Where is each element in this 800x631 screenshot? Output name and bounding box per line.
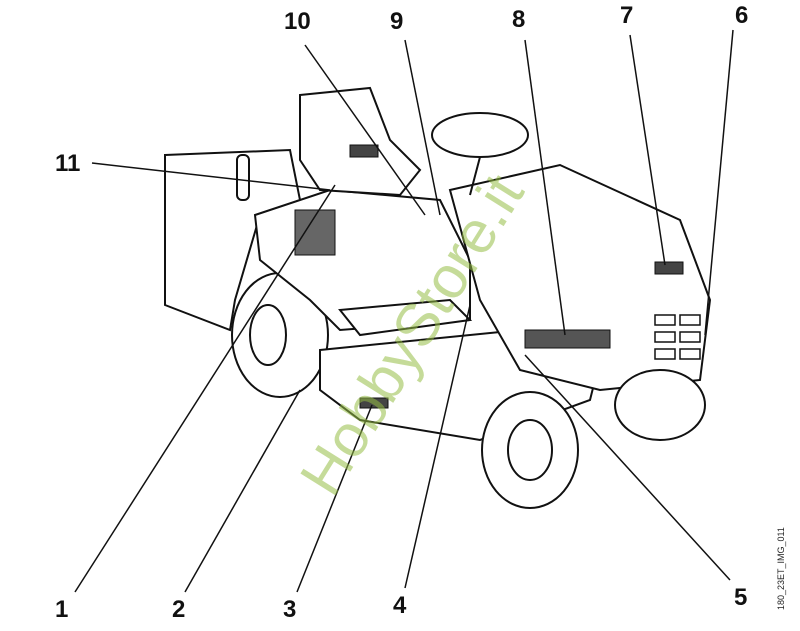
hood <box>448 163 712 392</box>
callout-lines <box>74 29 734 593</box>
image-code: 180_23ET_IMG_011 <box>776 527 786 610</box>
callout-8: 8 <box>512 6 526 33</box>
hood-label <box>654 261 684 275</box>
leader-2 <box>184 389 301 593</box>
leader-11 <box>91 162 331 191</box>
callout-5: 5 <box>734 584 748 611</box>
callout-10: 10 <box>284 8 311 35</box>
leader-10 <box>304 44 426 216</box>
deck-label <box>359 397 389 409</box>
seat-label <box>349 144 379 158</box>
callout-4: 4 <box>393 592 407 619</box>
callout-2: 2 <box>172 596 186 623</box>
front-wheel-far <box>614 369 706 441</box>
leader-7 <box>629 34 666 266</box>
callout-9: 9 <box>390 8 404 35</box>
leader-3 <box>296 404 373 593</box>
callout-3: 3 <box>283 596 297 623</box>
seat <box>299 86 422 197</box>
callout-1: 1 <box>55 596 69 623</box>
steering-wheel <box>431 112 529 158</box>
callout-6: 6 <box>735 2 749 29</box>
footrest <box>338 298 473 337</box>
leader-5 <box>524 354 731 581</box>
leader-1 <box>74 184 336 593</box>
leader-4 <box>404 304 471 589</box>
callout-11: 11 <box>55 150 81 177</box>
callout-7: 7 <box>620 2 634 29</box>
grass-bag <box>164 148 302 332</box>
grille-vent <box>524 329 611 349</box>
bag-handle <box>236 154 250 201</box>
leader-6 <box>704 29 734 336</box>
leader-9 <box>404 39 441 216</box>
leader-8 <box>524 39 566 336</box>
front-wheel <box>481 391 579 509</box>
